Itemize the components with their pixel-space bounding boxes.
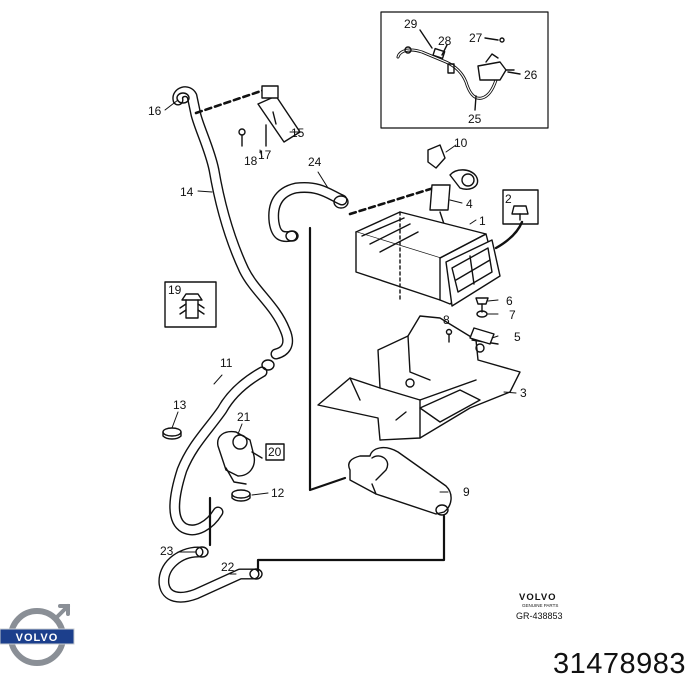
part-20-box — [265, 443, 285, 461]
brand-genuine-parts: GENUINE PARTS — [522, 603, 558, 608]
callout-20: 20 — [268, 445, 282, 459]
callout-25: 25 — [468, 112, 482, 126]
callout-19: 19 — [168, 283, 182, 297]
callout-8: 8 — [443, 313, 450, 327]
callout-26: 26 — [524, 68, 538, 82]
brand-wordmark: VOLVO — [519, 592, 557, 603]
callout-28: 28 — [438, 34, 452, 48]
hose-24 — [268, 181, 349, 243]
callout-7: 7 — [509, 308, 516, 322]
callout-5: 5 — [514, 330, 521, 344]
callout-4: 4 — [466, 197, 473, 211]
callout-3: 3 — [520, 386, 527, 400]
part-5-clip — [469, 327, 495, 345]
callout-12: 12 — [271, 486, 285, 500]
hose-22-23 — [158, 496, 263, 603]
callout-21: 21 — [237, 410, 251, 424]
part-2-box — [502, 189, 539, 225]
callout-labels: 1 2 3 4 5 6 7 8 9 10 11 12 13 14 15 16 1… — [148, 17, 538, 574]
part-21-valve — [217, 430, 263, 485]
callout-27: 27 — [469, 31, 483, 45]
part-9-filter — [348, 446, 452, 516]
part-number: 31478983 — [552, 648, 686, 680]
brand-block: VOLVO GENUINE PARTS GR-438853 — [516, 592, 563, 621]
callout-22: 22 — [221, 560, 235, 574]
callout-16: 16 — [148, 104, 162, 118]
callout-18: 18 — [244, 154, 258, 168]
callout-14: 14 — [180, 185, 194, 199]
part-7-washer — [476, 310, 488, 318]
logo-text: VOLVO — [16, 632, 59, 644]
part-15-bracket — [238, 85, 301, 147]
part-13-clamp — [162, 427, 182, 440]
dashed-link-24-canister — [348, 184, 442, 216]
part-10-valve — [427, 144, 479, 231]
part-6-bolt — [475, 297, 489, 313]
callout-15: 15 — [291, 126, 305, 140]
callout-11: 11 — [220, 356, 233, 370]
callout-9: 9 — [463, 485, 470, 499]
part-1-canister — [355, 211, 524, 307]
inset-frame — [380, 11, 549, 129]
callout-13: 13 — [173, 398, 187, 412]
callout-17: 17 — [258, 148, 272, 162]
inset-hose-assembly — [396, 29, 521, 111]
callout-1: 1 — [479, 214, 486, 228]
part-8-screw — [445, 328, 453, 343]
leader-9-22 — [256, 514, 446, 574]
callout-29: 29 — [404, 17, 418, 31]
dashed-link-16-15 — [194, 86, 272, 115]
drawing-ref: GR-438853 — [516, 611, 563, 621]
callout-23: 23 — [160, 544, 174, 558]
part-2-bolt — [511, 205, 529, 221]
callout-24: 24 — [308, 155, 322, 169]
callout-6: 6 — [506, 294, 513, 308]
callout-2: 2 — [505, 192, 512, 206]
leader-vertical-24 — [308, 226, 347, 492]
part-19-box — [164, 281, 217, 328]
volvo-logo: VOLVO — [0, 604, 75, 666]
part-12-clamp — [231, 489, 251, 502]
callout-10: 10 — [454, 136, 468, 150]
part-19-clip — [179, 293, 205, 319]
callout-leaders — [164, 99, 517, 575]
hose-14-left-tube — [169, 86, 294, 536]
